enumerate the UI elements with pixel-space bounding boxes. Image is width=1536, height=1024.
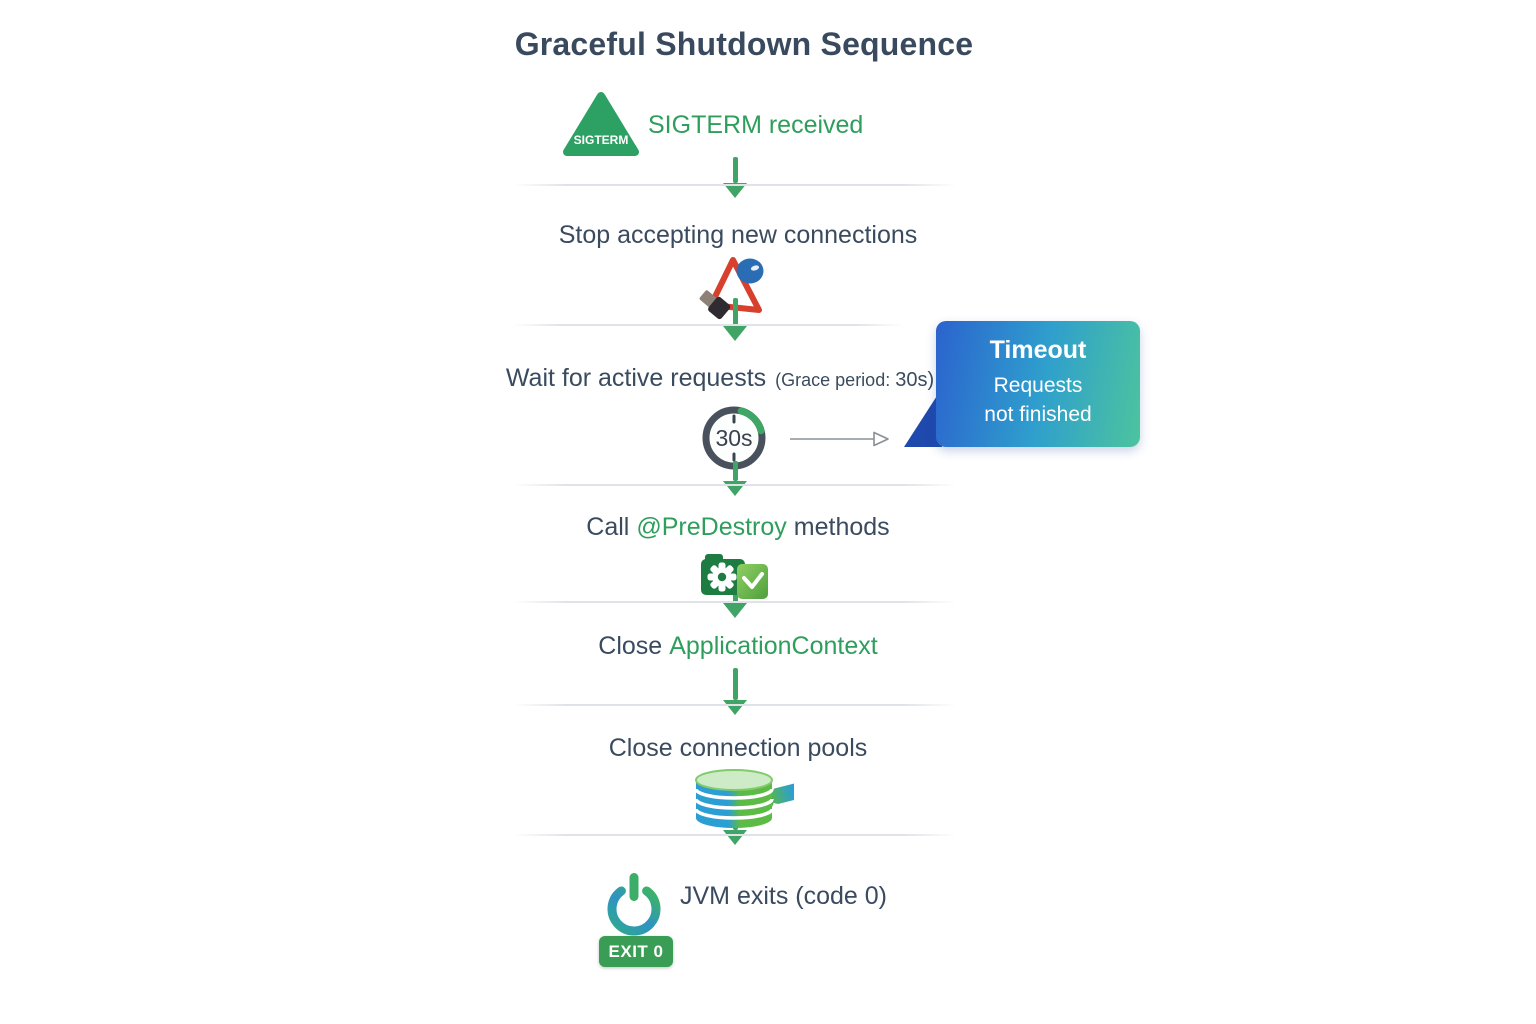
flow-arrow-down-1	[723, 157, 747, 198]
gear-hook-icon	[697, 551, 773, 607]
divider-2	[513, 324, 903, 326]
predestroy-annotation: @PreDestroy	[636, 513, 787, 541]
timeout-branch-arrow-icon	[788, 430, 892, 448]
step-stop-label: Stop accepting new connections	[558, 221, 918, 249]
flow-arrow-down-2	[723, 298, 747, 341]
divider-4	[513, 601, 957, 603]
timeout-callout: Timeout Requests not finished	[936, 321, 1140, 447]
callout-title: Timeout	[989, 336, 1087, 364]
predestroy-suffix: methods	[793, 513, 890, 541]
step-sigterm-label: SIGTERM received	[648, 111, 864, 139]
callout-line2: not finished	[984, 403, 1092, 426]
callout-line1: Requests	[993, 374, 1083, 397]
step-wait-row: Wait for active requests (Grace period: …	[445, 364, 995, 393]
database-disconnect-icon	[680, 764, 794, 836]
timer-value: 30s	[715, 425, 752, 451]
predestroy-prefix: Call	[586, 513, 630, 541]
power-button-icon	[601, 868, 667, 940]
flow-arrow-down-3	[723, 461, 747, 496]
divider-3	[513, 484, 957, 486]
exit-code-badge: EXIT 0	[599, 936, 673, 967]
divider-6	[513, 834, 957, 836]
step-exit-label: JVM exits (code 0)	[680, 882, 888, 910]
timer-30s-icon: 30s	[699, 403, 769, 473]
step-wait-label: Wait for active requests	[505, 364, 767, 392]
context-prefix: Close	[598, 632, 663, 660]
step-pools-label: Close connection pools	[608, 734, 868, 762]
context-highlight: ApplicationContext	[669, 632, 878, 660]
sigterm-triangle-icon: SIGTERM	[562, 90, 640, 158]
callout-tail	[898, 386, 944, 448]
divider-5	[513, 704, 957, 706]
divider-1	[513, 184, 957, 186]
grace-period-value: 30s)	[895, 369, 935, 391]
page-title: Graceful Shutdown Sequence	[514, 26, 974, 62]
sigterm-icon-label: SIGTERM	[574, 133, 629, 147]
flow-arrow-down-5	[723, 668, 747, 715]
grace-period-note: (Grace period:	[775, 370, 891, 390]
